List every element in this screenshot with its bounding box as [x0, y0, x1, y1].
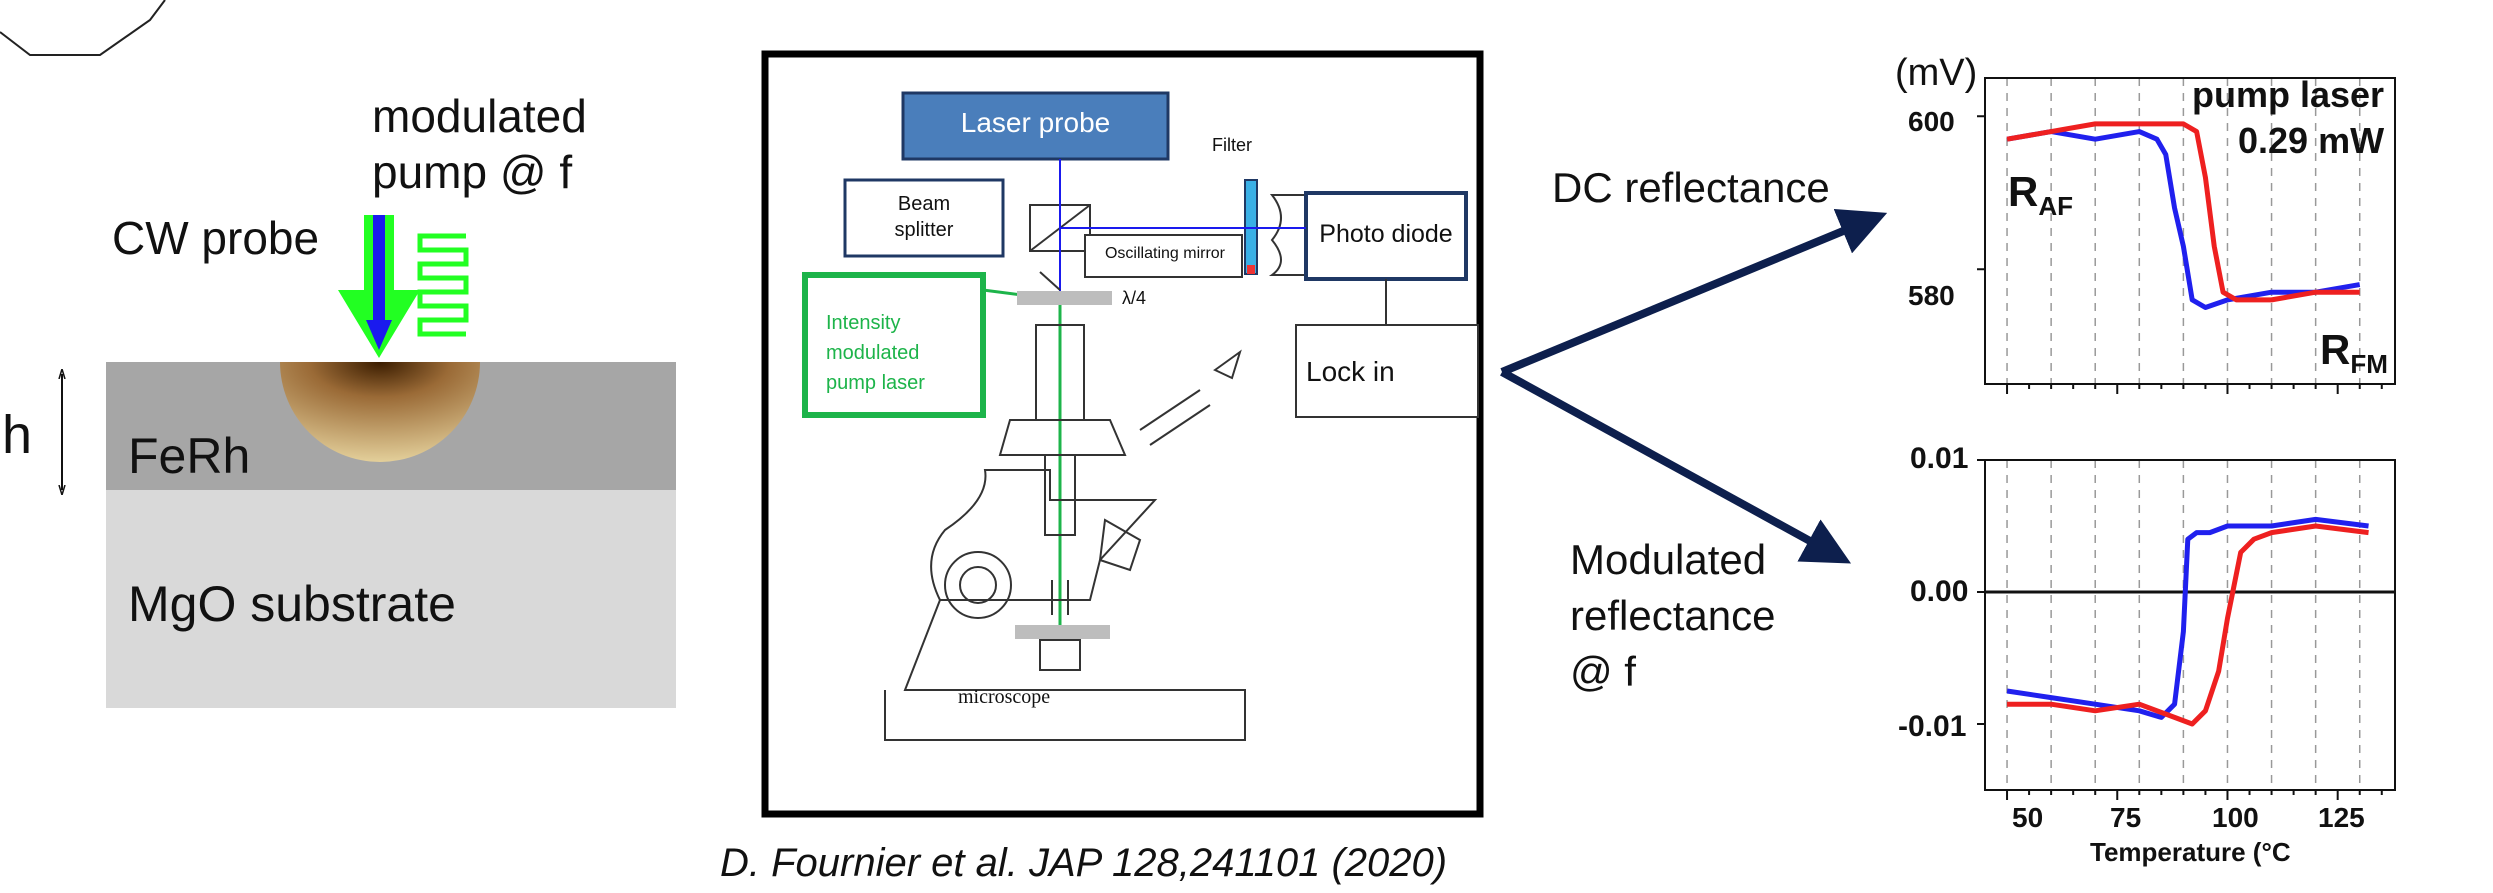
top-chart-ytick-600: 600 — [1908, 106, 1955, 137]
microscope-label: microscope — [958, 686, 1051, 708]
series-line-1 — [2007, 523, 2369, 727]
r-af-sub: AF — [2038, 191, 2074, 222]
bottom-chart-ytick-0: 0.01 — [1910, 442, 1969, 475]
thickness-label: h — [2, 405, 33, 465]
r-fm-label: RFM — [2320, 326, 2388, 380]
r-fm-sub: FM — [2350, 349, 2388, 380]
decagon-fragment — [0, 0, 166, 56]
photo-diode-label: Photo diode — [1319, 220, 1453, 248]
bottom-chart-ytick-1: 0.00 — [1910, 575, 1969, 608]
modulation-wave — [417, 233, 469, 337]
setup-frame — [761, 50, 1484, 818]
bottom-chart-ytick-2: -0.01 — [1898, 710, 1967, 743]
citation: D. Fournier et al. JAP 128,241101 (2020) — [720, 841, 1448, 885]
r-fm-main: R — [2320, 326, 2351, 373]
top-chart-annotation-1: pump laser — [2192, 74, 2385, 115]
r-af-main: R — [2008, 168, 2039, 215]
laser-probe-box — [901, 91, 1170, 161]
mod-arrow — [1500, 368, 1852, 564]
laser-probe-label: Laser probe — [960, 107, 1111, 138]
pump-laser-label-line2: modulated — [826, 342, 920, 364]
oscillating-mirror-box — [1084, 234, 1243, 278]
microscope-drawing — [884, 324, 1246, 741]
bottom-chart-xtick-2: 100 — [2212, 802, 2259, 833]
probe-beam-arrow — [366, 215, 392, 350]
pump-laser-label-line1: Intensity — [826, 312, 901, 334]
modulated-reflectance-chart — [1977, 459, 2396, 800]
beam-splitter-label-line1: Beam — [897, 193, 951, 215]
mod-label-line2: reflectance — [1570, 592, 1776, 639]
bottom-chart-xlabel: Temperature (°C — [2090, 837, 2291, 867]
top-chart-ylabel: (mV) — [1895, 52, 1978, 94]
bottom-chart-xtick-3: 125 — [2318, 802, 2365, 833]
quarter-wave-plate — [1017, 291, 1112, 305]
heat-spot — [280, 362, 480, 462]
pump-label-line1: modulated — [372, 90, 587, 142]
oscillating-mirror-label: Oscillating mirror — [1104, 245, 1225, 262]
bottom-chart-xtick-0: 50 — [2012, 802, 2044, 833]
dc-reflectance-label: DC reflectance — [1552, 164, 1830, 211]
beam-splitter-label-line2: splitter — [894, 219, 954, 241]
mod-label-line1: Modulated — [1570, 536, 1767, 583]
photo-diode-box — [1304, 191, 1468, 281]
mod-label-line3: @ f — [1570, 648, 1636, 695]
pump-laser-box — [802, 272, 986, 418]
collection-lens — [1268, 194, 1307, 276]
plot-frame — [1984, 459, 2396, 791]
dc-arrow — [1500, 208, 1888, 376]
substrate-label: MgO substrate — [128, 576, 456, 632]
lock-in-label: Lock in — [1306, 356, 1395, 387]
probe-label: CW probe — [112, 212, 320, 264]
mgo-substrate — [106, 490, 676, 708]
filter-label: Filter — [1212, 135, 1252, 155]
pump-laser-label-line3: pump laser — [826, 372, 925, 394]
pump-label-line2: pump @ f — [372, 146, 573, 198]
dc-reflectance-chart — [1977, 77, 2396, 394]
r-af-label: RAF — [2008, 168, 2073, 222]
series-line-0 — [2006, 516, 2369, 720]
plot-frame — [1984, 77, 2396, 385]
beam-splitter-box — [843, 178, 1005, 258]
bottom-chart-xtick-1: 75 — [2110, 802, 2142, 833]
top-chart-ytick-580: 580 — [1908, 280, 1955, 311]
series-line-1 — [2006, 121, 2360, 303]
series-line-0 — [2006, 129, 2361, 310]
film-label: FeRh — [128, 428, 251, 484]
lambda-quarter-label: λ/4 — [1122, 288, 1147, 308]
lock-in-box — [1295, 324, 1479, 418]
top-chart-annotation-2: 0.29 mW — [2238, 120, 2385, 161]
